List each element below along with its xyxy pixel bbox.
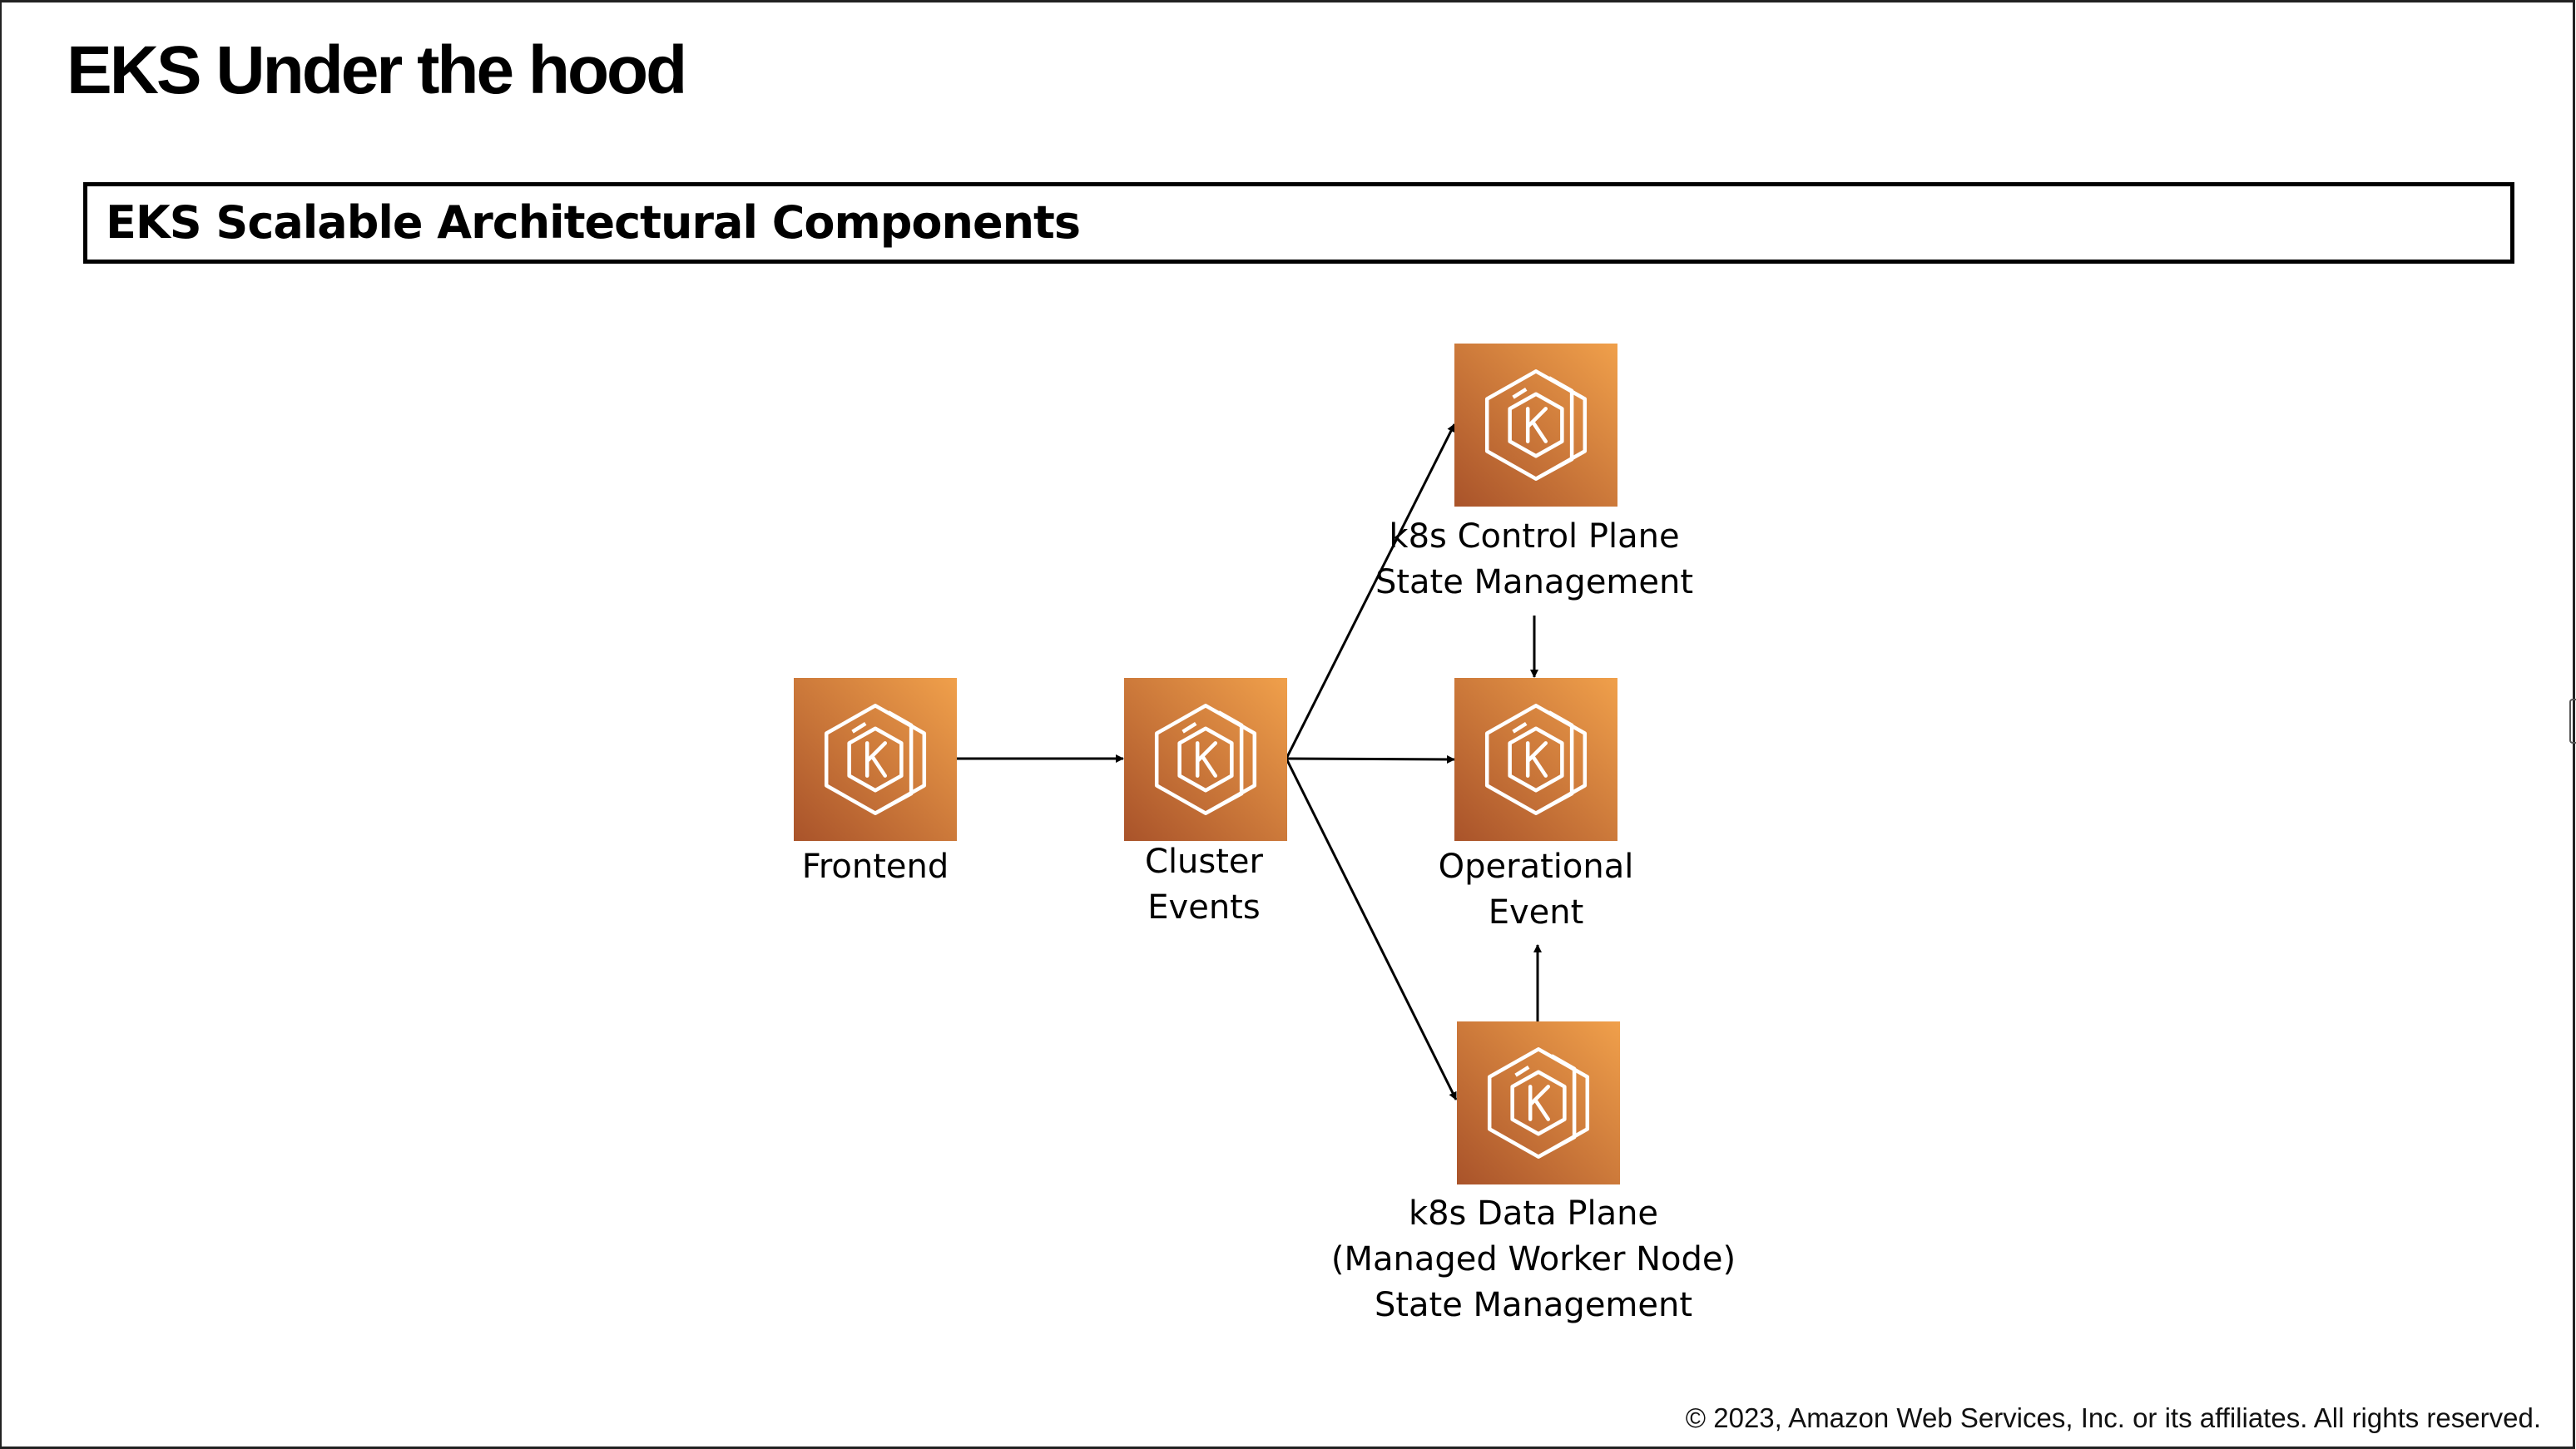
cluster-events-label: Cluster Events (1145, 843, 1263, 927)
eks-kubernetes-icon (1457, 1021, 1620, 1184)
control-plane-node (1454, 344, 1617, 507)
operational-event-node (1454, 678, 1617, 841)
control-plane-label: k8s Control Plane State Management (1375, 517, 1694, 601)
data-plane-label: k8s Data Plane (Managed Worker Node) Sta… (1330, 1194, 1736, 1324)
edge-cluster-events-to-control-plane (1285, 423, 1456, 759)
scroll-handle[interactable] (2569, 699, 2576, 744)
frontend-label: Frontend (801, 848, 949, 886)
section-header-box: EKS Scalable Architectural Components (83, 182, 2514, 264)
cluster-events-node (1124, 678, 1287, 841)
section-heading: EKS Scalable Architectural Components (106, 196, 1081, 249)
operational-event-label: Operational Event (1438, 848, 1634, 932)
edge-cluster-events-to-data-plane (1285, 758, 1458, 1100)
frontend-node (794, 678, 957, 841)
eks-kubernetes-icon (1454, 344, 1617, 507)
eks-kubernetes-icon (794, 678, 957, 841)
copyright-footer: © 2023, Amazon Web Services, Inc. or its… (1685, 1402, 2541, 1433)
slide-title: EKS Under the hood (67, 32, 687, 108)
eks-kubernetes-icon (1124, 678, 1287, 841)
eks-kubernetes-icon (1454, 678, 1617, 841)
data-plane-node (1457, 1021, 1620, 1184)
